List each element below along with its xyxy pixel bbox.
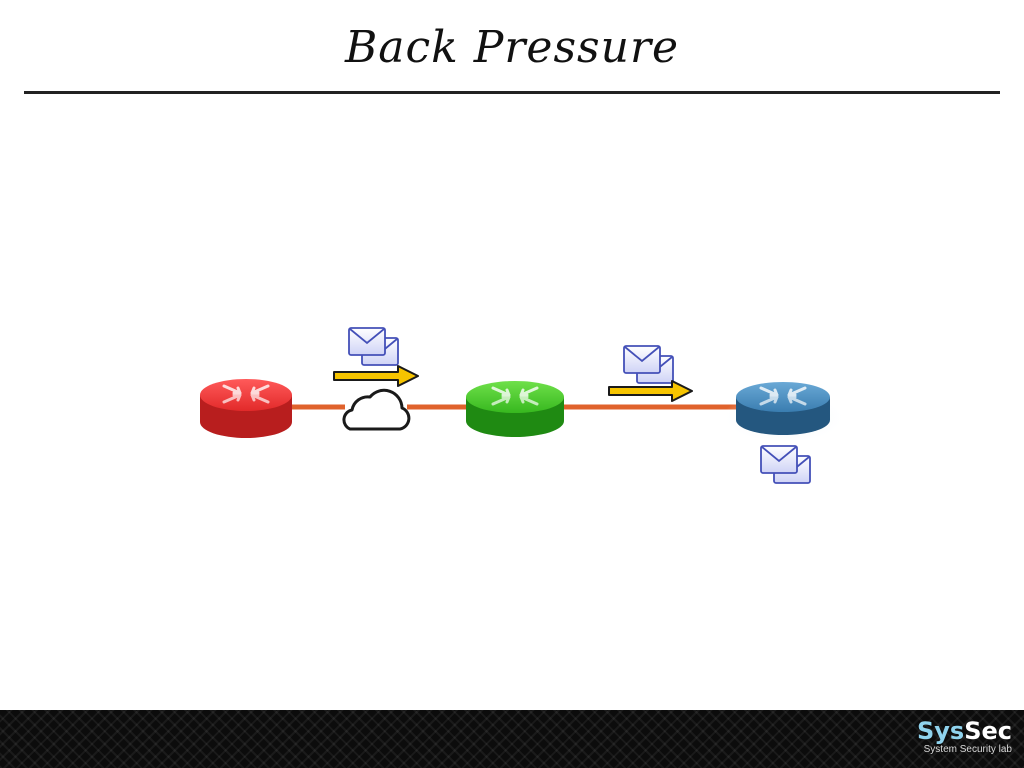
title-divider: [24, 91, 1000, 94]
message-icon: [348, 327, 399, 366]
cloud-icon: [342, 388, 411, 431]
arrow-right-icon: [608, 380, 693, 402]
logo-brand-part2: Sec: [964, 717, 1012, 745]
router-icon: [722, 382, 846, 444]
router-icon: [200, 379, 292, 438]
syssec-logo: SysSec System Security lab: [917, 718, 1012, 756]
logo-tagline: System Security lab: [923, 744, 1012, 755]
footer-bar: SysSec System Security lab: [0, 710, 1024, 768]
logo-brand-part1: Sys: [916, 717, 965, 745]
slide-title: Back Pressure: [344, 22, 680, 73]
message-icon: [623, 345, 674, 384]
arrow-right-icon: [333, 365, 419, 387]
message-icon: [760, 445, 811, 484]
router-icon: [466, 381, 564, 437]
